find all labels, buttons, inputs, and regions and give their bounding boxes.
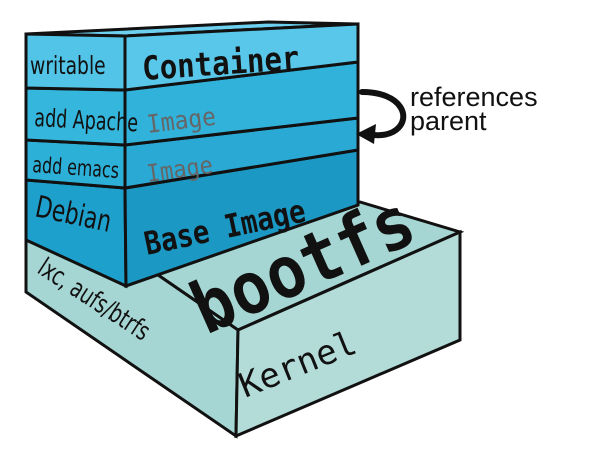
emacs-side-label: add emacs — [32, 151, 120, 183]
container-side-label: writable — [30, 51, 106, 80]
kernel-front-face — [234, 229, 462, 439]
emacs-image-layer: add emacs Image — [24, 116, 360, 190]
apache-image-layer: add Apache Image — [24, 60, 360, 147]
container-front-face — [123, 22, 360, 92]
apache-side-label: add Apache — [34, 104, 139, 138]
annotation-line1: references — [410, 82, 538, 112]
arrow-head-icon — [356, 124, 376, 144]
references-parent-annotation: references parent — [356, 82, 538, 144]
annotation-line2: parent — [410, 106, 487, 136]
base-image-layer: Debian Base Image — [24, 142, 360, 289]
container-layer: writable Container — [24, 20, 360, 92]
curved-arrow-icon — [359, 89, 407, 139]
